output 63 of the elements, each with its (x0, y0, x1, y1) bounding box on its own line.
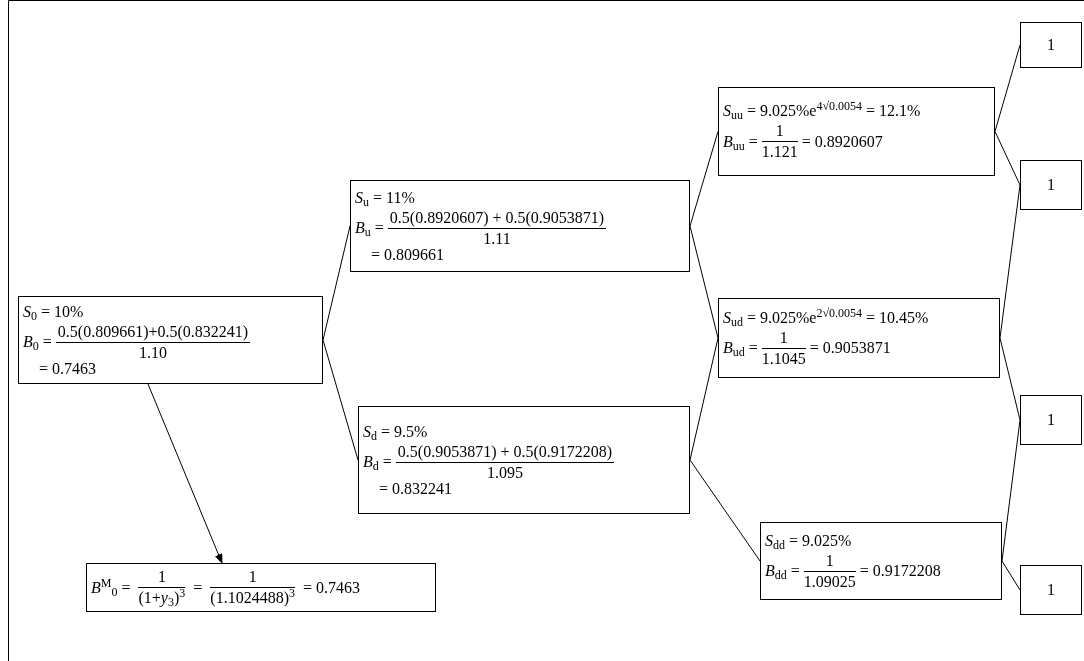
fraction-denominator: 1.121 (761, 143, 798, 160)
value-text: 1 (1047, 175, 1055, 195)
fraction-numerator: 0.5(0.8920607) + 0.5(0.9053871) (389, 207, 605, 228)
fraction-denominator: 1.095 (487, 463, 523, 481)
fraction-numerator: 1 (825, 550, 834, 571)
formula-text: = 0.7463 (39, 359, 97, 377)
fraction-denominator: 1.1045 (761, 349, 806, 367)
value-box (1020, 160, 1082, 210)
formula-text: S$_{0}$ = 10% (23, 301, 85, 322)
formula-text: B$_{dd}$ = (765, 561, 800, 581)
formula-box (350, 180, 690, 272)
formula-text: S$_{uu}$ = 9.025%e$^{4√0.0054}$ = 12.1% (723, 101, 921, 121)
formula-box (18, 296, 323, 384)
fraction-numerator: 0.5(0.809661)+0.5(0.832241) (57, 321, 249, 342)
formula-text: S$_{dd}$ = 9.025% (765, 530, 853, 551)
connector-line (322, 339, 359, 461)
formula-text: = 0.8920607 (801, 131, 883, 152)
connector-line (999, 337, 1021, 421)
fraction-denominator: 1.10 (139, 343, 167, 361)
value-box (1020, 565, 1082, 615)
formula-text: = 0.809661 (371, 245, 445, 263)
formula-text: B$_{ud}$ = (723, 338, 758, 358)
value-box (1020, 22, 1082, 68)
value-text: 1 (1047, 35, 1055, 55)
formula-text: B$_{u}$ = (355, 218, 384, 238)
fraction-numerator: 0.5(0.9053871) + 0.5(0.9172208) (397, 441, 613, 462)
formula-text: = 0.9172208 (859, 561, 941, 581)
formula-box (358, 406, 690, 514)
formula-box (86, 563, 436, 612)
formula-box (718, 298, 1000, 378)
formula-box (760, 522, 1002, 600)
formula-box (718, 87, 995, 176)
connector-line (689, 337, 719, 461)
fraction-denominator: 1.11 (483, 229, 511, 247)
connector-line (994, 44, 1021, 132)
fraction-denominator: (1.1024488)$^{3}$ (210, 589, 295, 606)
formula-text: B$^{M}$$_{0}$ = (91, 577, 131, 598)
formula-text: = 0.7463 (302, 577, 360, 598)
connector-line (994, 131, 1021, 186)
formula-text: = 0.9053871 (809, 338, 891, 358)
formula-text: B$_{uu}$ = (723, 131, 758, 152)
connector-line (689, 459, 761, 562)
formula-text: = (193, 577, 203, 598)
fraction-numerator: 1 (775, 121, 784, 141)
fraction-numerator: 1 (157, 567, 166, 587)
formula-text: B$_{d}$ = (363, 452, 392, 472)
connector-line (689, 131, 719, 227)
value-box (1020, 395, 1082, 445)
formula-text: S$_{u}$ = 11% (355, 187, 416, 208)
connector-line (322, 225, 351, 341)
connector-line (1001, 560, 1021, 591)
fraction-numerator: 1 (779, 327, 788, 348)
fraction-numerator: 1 (248, 567, 257, 587)
formula-text: B$_{0}$ = (23, 332, 52, 352)
connector-line (689, 225, 719, 339)
fraction-denominator: (1+y$_{3}$)$^{3}$ (138, 589, 186, 606)
fraction-denominator: 1.09025 (803, 572, 856, 590)
formula-text: S$_{d}$ = 9.5% (363, 421, 429, 442)
value-text: 1 (1047, 410, 1055, 430)
arrow (147, 383, 223, 564)
formula-text: = 0.832241 (379, 479, 453, 497)
formula-text: S$_{ud}$ = 9.025%e$^{2√0.0054}$ = 10.45% (723, 307, 929, 328)
value-text: 1 (1047, 580, 1055, 600)
